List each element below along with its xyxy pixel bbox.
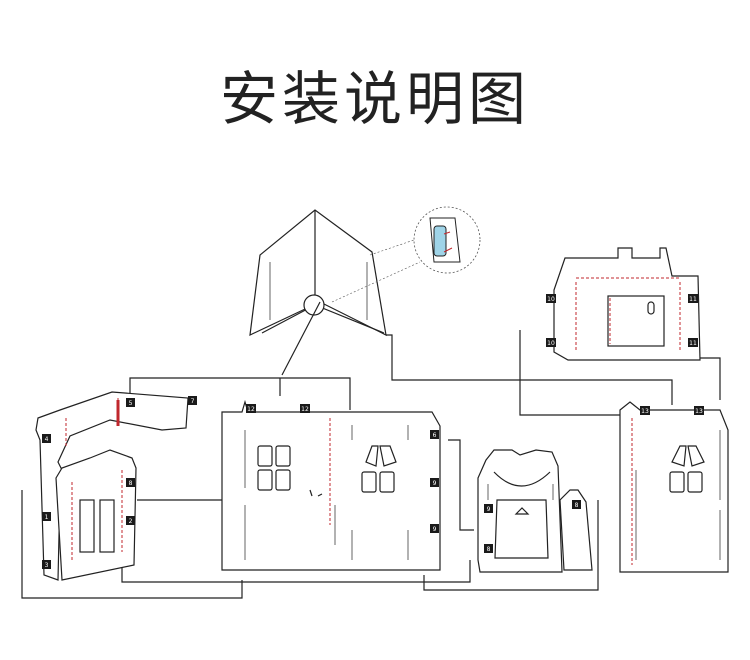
svg-text:12: 12 [301,406,309,413]
slot-highlight [433,225,447,257]
slot-2: 2 [126,516,135,525]
back-panel-top [553,247,701,361]
svg-text:8: 8 [575,502,579,509]
slot-9b: 9 [430,524,439,533]
svg-text:12: 12 [247,406,255,413]
left-side-panel [35,391,189,581]
svg-text:11: 11 [689,340,697,347]
svg-text:10: 10 [547,340,555,347]
slot-9c: 9 [484,504,493,513]
svg-text:8: 8 [487,546,491,553]
zoom-callout [331,206,481,303]
roof-panel [249,209,387,376]
slot-7: 7 [188,396,197,405]
svg-text:9: 9 [433,480,437,487]
slot-12a: 12 [246,404,256,413]
svg-text:13: 13 [641,408,649,415]
page-title: 安装说明图 [219,65,530,133]
slot-13a: 13 [640,406,650,415]
slot-8c: 8 [572,500,581,509]
slot-1: 1 [42,512,51,521]
slot-5: 5 [126,398,135,407]
slot-11b: 11 [688,338,698,347]
svg-text:1: 1 [45,514,49,521]
svg-text:10: 10 [547,296,555,303]
svg-text:2: 2 [129,518,133,525]
svg-text:3: 3 [45,562,49,569]
svg-text:9: 9 [487,506,491,513]
svg-text:11: 11 [689,296,697,303]
svg-text:8: 8 [129,480,133,487]
slot-12b: 12 [300,404,310,413]
slot-8b: 8 [484,544,493,553]
slot-10a: 10 [546,294,556,303]
middle-panel [477,449,563,573]
roof-center-hub [303,294,325,316]
svg-text:5: 5 [129,400,133,407]
window-right [361,445,397,493]
slot-3: 3 [42,560,51,569]
slot-4: 4 [42,434,51,443]
slot-9a: 9 [430,478,439,487]
svg-text:9: 9 [433,526,437,533]
slot-10b: 10 [546,338,556,347]
svg-text:6: 6 [433,432,437,439]
slot-13b: 13 [694,406,704,415]
svg-text:13: 13 [695,408,703,415]
front-panel-right [619,401,729,573]
window-far-right [669,445,705,493]
svg-text:4: 4 [45,436,49,443]
svg-text:7: 7 [191,398,195,405]
slot-6: 6 [430,430,439,439]
right-small-panel [559,489,593,571]
window-left [257,445,291,491]
front-panel-left [221,399,441,571]
slot-8: 8 [126,478,135,487]
slot-11a: 11 [688,294,698,303]
slot-markers: 4 1 5 8 2 3 7 6 12 12 9 9 9 8 8 10 10 11… [42,294,704,569]
